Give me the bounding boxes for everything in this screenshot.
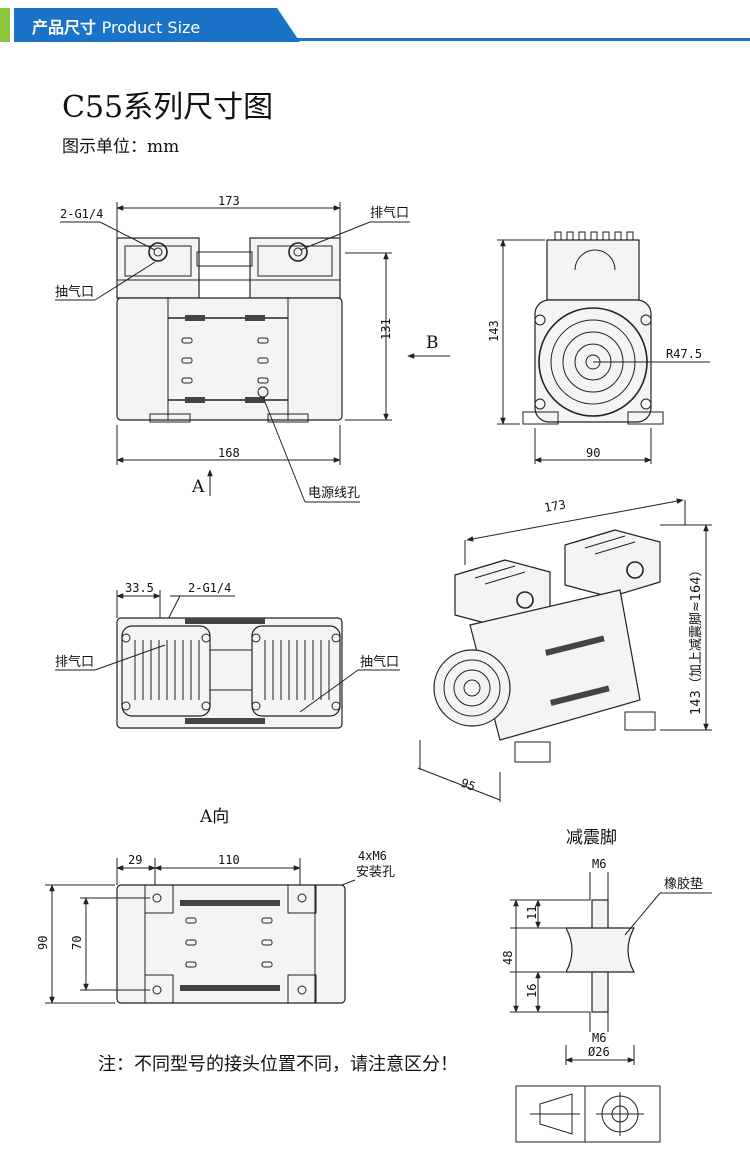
banner-title-en: Product Size <box>101 18 201 37</box>
unit-caption: 图示单位：mm <box>62 137 180 157</box>
dim-base-70: 70 <box>70 936 84 950</box>
damper-m6-top: M6 <box>592 857 606 871</box>
dim-front-width-top: 173 <box>218 194 240 208</box>
view-arrow-a: A <box>191 477 205 497</box>
banner-title-cn: 产品尺寸 <box>32 18 97 37</box>
label-exhaust-front: 排气口 <box>370 205 409 221</box>
label-top-port: 2-G1/4 <box>188 581 231 595</box>
label-cable-hole: 电源线孔 <box>308 486 360 501</box>
iso-view: 173 143（加上减震脚≈164） 95 <box>417 497 712 802</box>
damper-diameter: Ø26 <box>588 1045 610 1059</box>
label-base-holes: 4xM6 <box>358 849 387 863</box>
dim-side-height: 143 <box>487 320 501 342</box>
dim-base-110: 110 <box>218 853 240 867</box>
banner-rule <box>14 38 750 41</box>
top-view-caption: A向 <box>199 807 229 827</box>
top-view: 33.5 2-G1/4 排气口 抽气口 A向 <box>55 581 400 827</box>
base-view: 29 110 4xM6 安装孔 90 70 <box>36 849 395 1004</box>
dim-front-height: 131 <box>379 318 393 340</box>
damper-view: 减震脚 M6 M6 Ø26 橡胶垫 11 48 16 <box>501 828 712 1143</box>
label-top-suction: 抽气口 <box>360 654 399 670</box>
label-suction-front: 抽气口 <box>55 284 94 300</box>
dim-iso-length: 173 <box>543 497 567 515</box>
damper-title: 减震脚 <box>566 828 617 848</box>
dim-side-radius: R47.5 <box>666 347 702 361</box>
banner-bar <box>14 8 300 42</box>
damper-rubber-label: 橡胶垫 <box>664 876 703 892</box>
dim-base-29: 29 <box>128 853 142 867</box>
dim-front-width-bottom: 168 <box>218 446 240 460</box>
banner-accent <box>0 8 10 42</box>
section-banner: 产品尺寸 Product Size <box>0 0 750 46</box>
label-inlet-front: 2-G1/4 <box>60 207 103 221</box>
dim-iso-depth: 95 <box>459 776 477 794</box>
dim-side-width: 90 <box>586 446 600 460</box>
dim-base-90: 90 <box>36 936 50 950</box>
label-base-holes-2: 安装孔 <box>356 865 395 880</box>
dim-top-left: 33.5 <box>125 581 154 595</box>
footnote: 注：不同型号的接头位置不同，请注意区分！ <box>98 1054 458 1075</box>
damper-dim-16: 16 <box>525 984 539 998</box>
front-view: 173 131 168 <box>55 194 450 503</box>
damper-dim-48: 48 <box>501 951 515 965</box>
damper-m6-bottom: M6 <box>592 1031 606 1045</box>
view-arrow-b: B <box>426 333 439 353</box>
dim-iso-height: 143（加上减震脚≈164） <box>688 563 704 715</box>
label-top-exhaust: 排气口 <box>55 654 94 670</box>
damper-dim-11: 11 <box>525 906 539 920</box>
banner-title: 产品尺寸 Product Size <box>32 14 200 38</box>
page-title: C55系列尺寸图 <box>62 90 274 125</box>
side-view: 143 90 R47.5 <box>487 231 710 464</box>
